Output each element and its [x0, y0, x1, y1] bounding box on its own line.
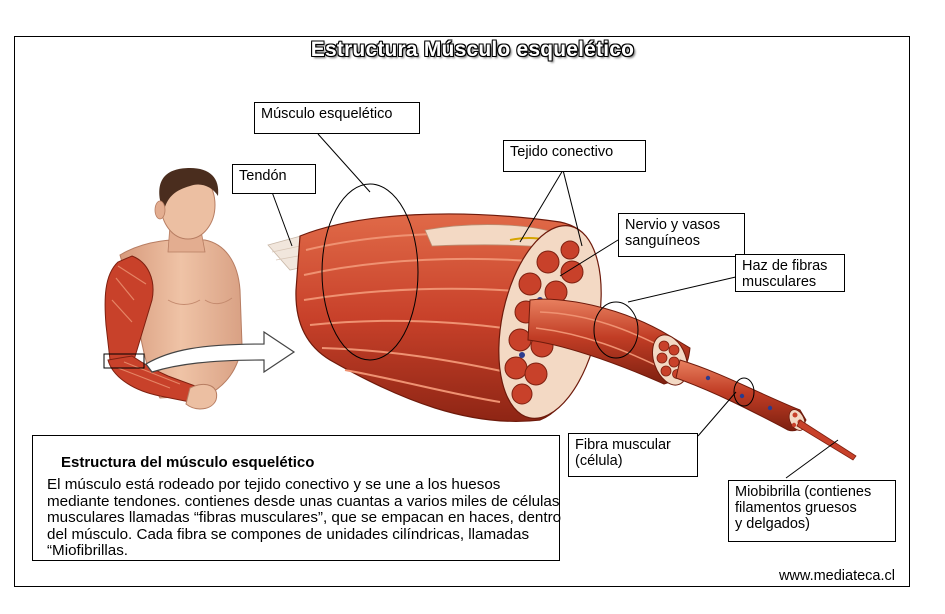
info-body: El músculo está rodeado por tejido conec…: [47, 476, 562, 559]
label-haz-fibras: Haz de fibras musculares: [735, 254, 845, 292]
zoom-arrow: [145, 330, 296, 374]
label-tendon: Tendón: [232, 164, 316, 194]
label-musculo-esqueletico: Músculo esquelético: [254, 102, 420, 134]
callout-lines: [271, 133, 839, 479]
label-fibra-muscular: Fibra muscular (célula): [568, 433, 698, 477]
human-figure: [103, 168, 243, 410]
info-title: Estructura del músculo esquelético: [61, 454, 315, 471]
label-tejido-conectivo: Tejido conectivo: [503, 140, 646, 172]
label-miobibrilla: Miobibrilla (contienes filamentos grueso…: [728, 480, 896, 542]
diagram-frame: [14, 36, 910, 587]
info-box: Estructura del músculo esquelético El mú…: [32, 435, 562, 561]
source-credit: www.mediateca.cl: [778, 568, 895, 584]
muscle-fiber: [675, 359, 807, 432]
label-nervio-vasos: Nervio y vasos sanguíneos: [618, 213, 745, 257]
myofibril: [796, 419, 857, 461]
page-title: Estructura Músculo esquelético: [310, 38, 635, 61]
